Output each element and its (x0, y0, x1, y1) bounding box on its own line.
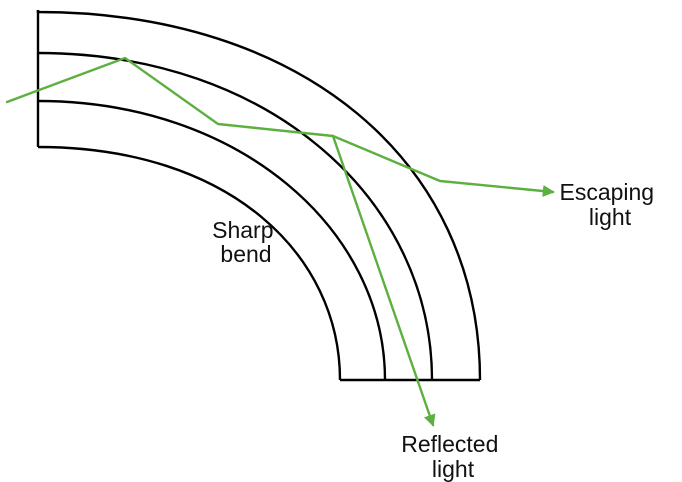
sharp-bend-label: Sharp bend (212, 217, 280, 267)
escaping-light-ray (5, 56, 555, 197)
reflected-light-label-line-2: light (432, 456, 475, 482)
escaping-light-label-line-1: Escaping (559, 179, 654, 205)
reflected-light-label: Reflected light (401, 431, 505, 482)
reflected-light-ray (331, 134, 436, 427)
escaping-light-label: Escaping light (559, 179, 660, 230)
sharp-bend-label-line-2: bend (220, 241, 271, 267)
fiber-core-lower-edge (37, 99, 387, 381)
escaping-light-label-line-2: light (589, 204, 632, 230)
fiber-outer-edge (36, 10, 482, 381)
fiber-inner-edge (37, 145, 342, 381)
reflected-light-label-line-1: Reflected (401, 431, 498, 457)
sharp-bend-label-line-1: Sharp (212, 217, 273, 243)
